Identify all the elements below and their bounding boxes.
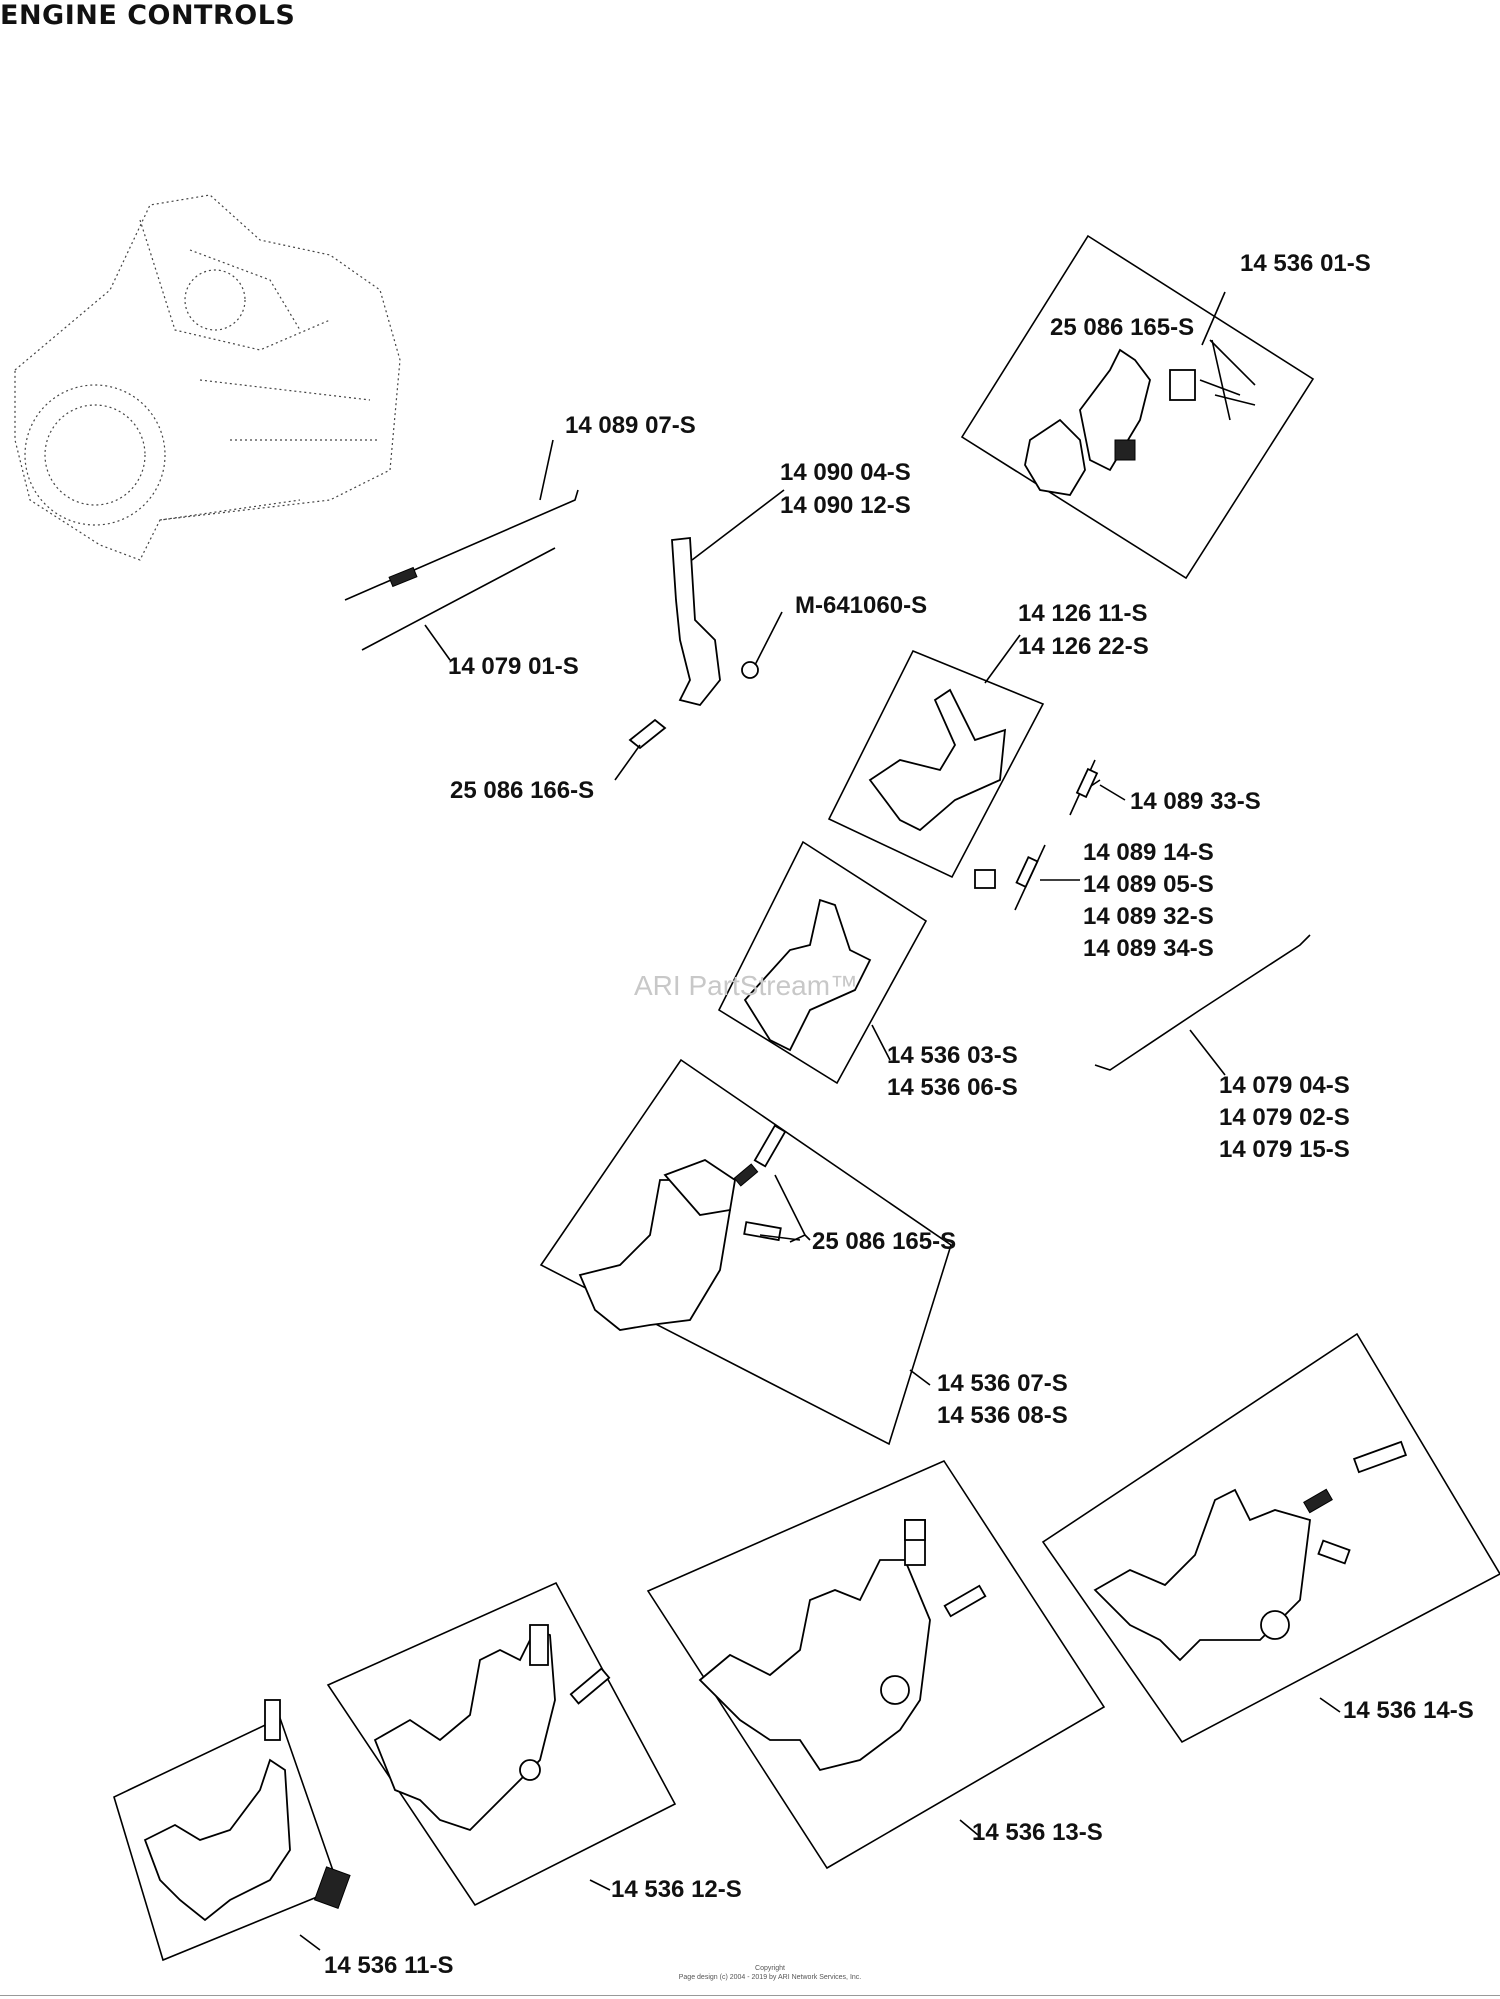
assembly-box-14536-03	[717, 840, 928, 1085]
label-14089-05: 14 089 05-S	[1083, 871, 1214, 898]
label-14126-11: 14 126 11-S	[1018, 600, 1148, 627]
label-14089-07: 14 089 07-S	[565, 412, 696, 439]
lever-14090-04	[614, 489, 785, 781]
label-14536-13: 14 536 13-S	[972, 1819, 1103, 1846]
label-14079-04: 14 079 04-S	[1219, 1072, 1350, 1099]
label-14536-01: 14 536 01-S	[1240, 250, 1371, 277]
footer-copyright: Copyright	[755, 1965, 785, 1972]
springs-14089	[974, 759, 1126, 911]
label-14536-12: 14 536 12-S	[611, 1876, 742, 1903]
label-14536-14: 14 536 14-S	[1343, 1697, 1474, 1724]
label-14536-07: 14 536 07-S	[937, 1370, 1068, 1397]
label-14536-08: 14 536 08-S	[937, 1402, 1068, 1429]
assembly-box-14536-11	[113, 1699, 351, 1962]
label-14090-12: 14 090 12-S	[780, 492, 911, 519]
label-14126-22: 14 126 22-S	[1018, 633, 1149, 660]
label-14079-15: 14 079 15-S	[1219, 1136, 1350, 1163]
label-25086-166: 25 086 166-S	[450, 777, 595, 804]
footer: Copyright Page design (c) 2004 - 2019 by…	[620, 1964, 920, 1982]
label-14089-14: 14 089 14-S	[1083, 839, 1214, 866]
label-14079-01: 14 079 01-S	[448, 653, 579, 680]
label-14079-02: 14 079 02-S	[1219, 1104, 1350, 1131]
label-14089-32: 14 089 32-S	[1083, 903, 1214, 930]
rod-14079-04	[1094, 934, 1311, 1076]
label-25086-165-top: 25 086 165-S	[1050, 314, 1195, 341]
label-14089-33: 14 089 33-S	[1130, 788, 1261, 815]
assembly-box-14126-11	[827, 634, 1045, 879]
watermark: ARI PartStream™	[634, 970, 859, 1001]
label-14536-06: 14 536 06-S	[887, 1074, 1018, 1101]
label-M641060: M-641060-S	[795, 592, 928, 619]
label-14090-04: 14 090 04-S	[780, 459, 911, 486]
rods-14089-07-14079-01	[344, 439, 579, 661]
assembly-box-14536-01	[960, 234, 1315, 580]
engine-block-drawing	[14, 194, 401, 561]
label-14089-34: 14 089 34-S	[1083, 935, 1214, 962]
label-14536-03: 14 536 03-S	[887, 1042, 1018, 1069]
bottom-divider	[0, 1995, 1500, 1996]
label-25086-165-mid: 25 086 165-S	[812, 1228, 957, 1255]
page-title: ENGINE CONTROLS	[0, 0, 296, 31]
assembly-box-14536-14	[1041, 1332, 1500, 1744]
assembly-box-14536-13	[646, 1459, 1106, 1870]
assembly-box-14536-12	[326, 1581, 677, 1907]
footer-page-design: Page design (c) 2004 - 2019 by ARI Netwo…	[678, 1974, 862, 1981]
assembly-box-14536-07	[539, 1058, 952, 1446]
label-14536-11: 14 536 11-S	[324, 1952, 454, 1979]
